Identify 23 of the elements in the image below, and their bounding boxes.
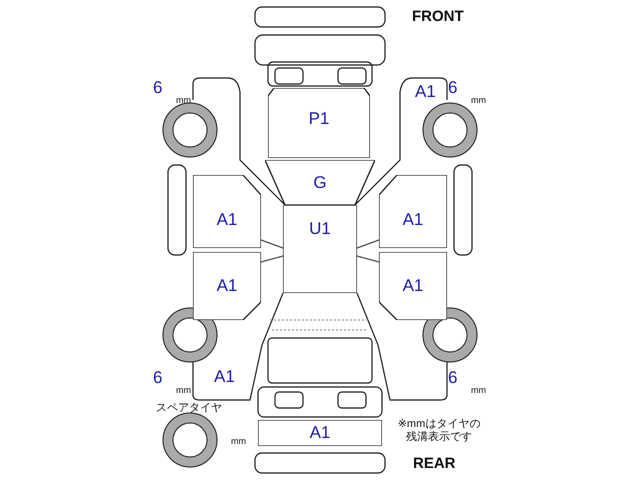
door-panel: A1 — [379, 252, 447, 320]
hood-panel: P1 — [268, 88, 370, 158]
door-panel: A1 — [193, 252, 261, 320]
tread-depth-value: 6 — [448, 79, 458, 96]
windshield-panel: G — [265, 160, 375, 205]
direction-label: REAR — [413, 456, 456, 471]
bumper-panel: A1 — [258, 420, 382, 446]
tread-depth-value: 6 — [153, 369, 162, 386]
damage-code: A1 — [415, 83, 436, 100]
unit-label: mm — [471, 386, 486, 395]
unit-label: mm — [231, 437, 246, 446]
unit-label: mm — [176, 386, 191, 395]
damage-code: A1 — [214, 368, 235, 385]
door-panel: A1 — [379, 175, 447, 248]
note-text: ※mmはタイヤの残溝表示です — [396, 418, 482, 444]
unit-label: mm — [176, 96, 191, 105]
tread-depth-value: 6 — [153, 79, 162, 96]
roof-panel: U1 — [283, 205, 357, 293]
unit-label: mm — [471, 96, 486, 105]
spare-tire-label: スペアタイヤ — [156, 403, 222, 414]
door-panel: A1 — [193, 175, 261, 248]
tread-depth-value: 6 — [448, 369, 458, 386]
direction-label: FRONT — [412, 9, 464, 24]
